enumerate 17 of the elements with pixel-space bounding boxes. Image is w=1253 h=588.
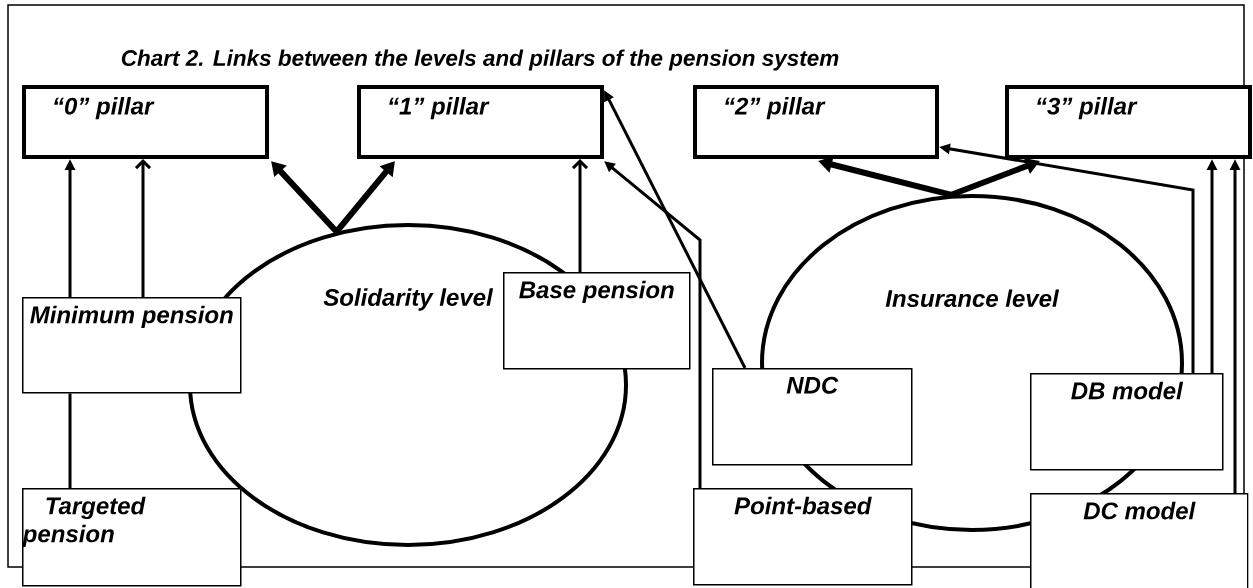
arrow: [271, 161, 339, 234]
scheme-box: Minimum pension: [22, 297, 242, 394]
scheme-box: Point-based: [693, 488, 913, 586]
scheme-box: NDC: [712, 368, 913, 466]
arrow: [571, 159, 589, 272]
chart-title: Chart 2. Links between the levels and pillars of the pension system: [121, 49, 839, 71]
connector-line: [68, 393, 72, 488]
scheme-box: Base pension: [503, 272, 691, 370]
pillar-box: “0” pillar: [22, 85, 269, 159]
pillar-box: “1” pillar: [357, 85, 604, 159]
scheme-box: DC model: [1030, 493, 1249, 588]
arrow: [134, 159, 152, 297]
scheme-box: DB model: [1030, 373, 1224, 471]
pillar-box: “2” pillar: [693, 85, 939, 159]
arrow: [334, 161, 395, 234]
pillar-box: “3” pillar: [1005, 85, 1252, 159]
scheme-box: Targeted pension: [22, 488, 242, 587]
